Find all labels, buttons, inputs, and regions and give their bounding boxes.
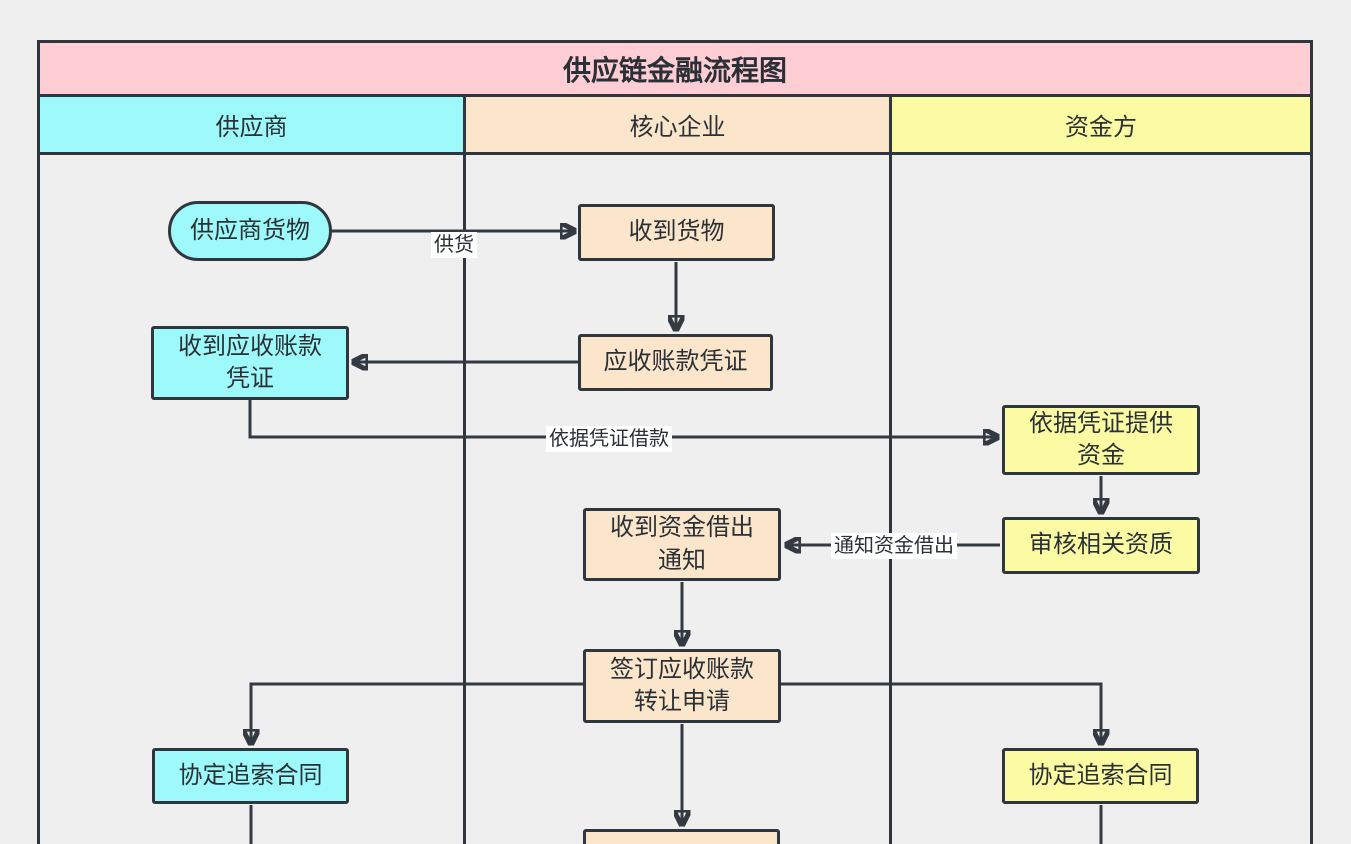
diagram-title: 供应链金融流程图	[562, 54, 787, 86]
lane-header-funder-label: 资金方	[1065, 114, 1137, 141]
edge-label-supply: 供货	[431, 232, 477, 258]
node-bottom-partial	[583, 829, 780, 844]
node-recourse-contract-left: 协定追索合同	[152, 748, 349, 804]
lane-divider-2	[889, 152, 892, 844]
node-receive-loan-notice: 收到资金借出 通知	[583, 508, 781, 581]
edge-label-notify-loan: 通知资金借出	[831, 533, 957, 559]
lane-header-supplier-label: 供应商	[215, 114, 288, 141]
lane-header-funder: 资金方	[889, 94, 1313, 155]
node-receive-ar-voucher: 收到应收账款 凭证	[151, 326, 349, 400]
lane-header-core-enterprise-label: 核心企业	[629, 114, 726, 141]
node-sign-transfer-application: 签订应收账款 转让申请	[583, 649, 781, 723]
node-ar-voucher: 应收账款凭证	[578, 334, 773, 391]
node-supplier-goods: 供应商货物	[168, 201, 332, 261]
lane-divider-1	[463, 152, 466, 844]
node-receive-goods: 收到货物	[578, 204, 775, 261]
node-recourse-contract-right: 协定追索合同	[1002, 748, 1199, 804]
node-provide-funds: 依据凭证提供 资金	[1002, 405, 1200, 475]
diagram-title-bar: 供应链金融流程图	[37, 40, 1313, 97]
lane-header-core-enterprise: 核心企业	[463, 94, 892, 155]
lane-header-supplier: 供应商	[37, 94, 466, 155]
node-review-qualifications: 审核相关资质	[1002, 517, 1200, 574]
edge-label-loan-by-voucher: 依据凭证借款	[546, 426, 672, 452]
